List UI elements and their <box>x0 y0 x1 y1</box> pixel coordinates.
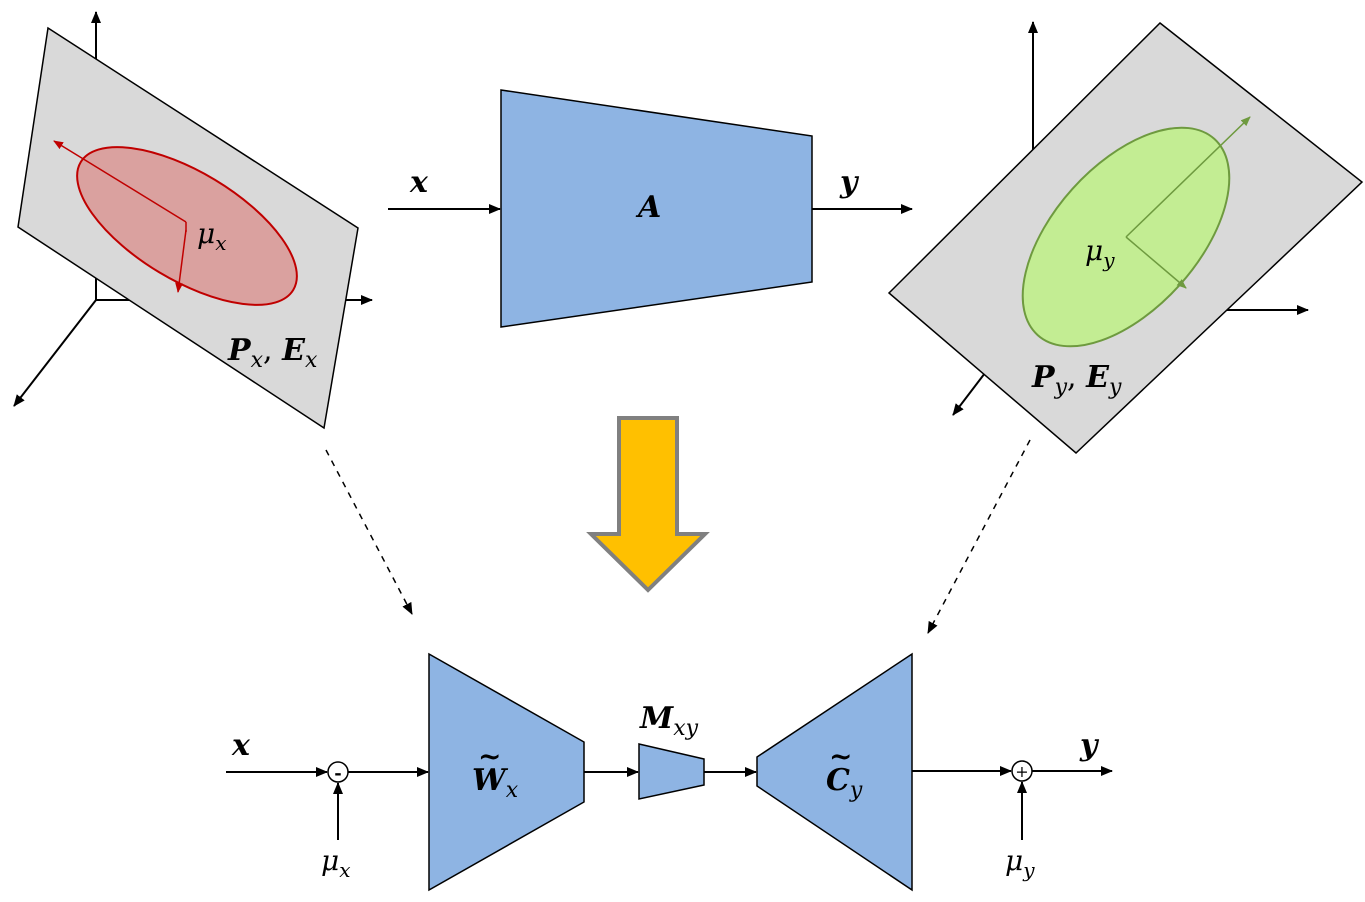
red-major-axis-arrow <box>53 140 187 223</box>
block-c-label: Cy <box>826 763 863 803</box>
mu-y-label: μy <box>1005 844 1035 882</box>
block-m-label: Mxy <box>639 701 699 741</box>
left-mean-label: μx <box>197 217 226 255</box>
block-a <box>500 89 813 328</box>
left-stats-label: Px, Ex <box>227 333 318 373</box>
block-w-label: Wx <box>472 763 519 803</box>
right-stats-label: Py, Ey <box>1031 360 1122 400</box>
block-w <box>428 652 585 892</box>
left-dashed-connector <box>325 449 413 615</box>
block-w-tilde: ~ <box>478 740 501 773</box>
green-major-axis-arrow <box>1125 116 1251 238</box>
block-c <box>756 652 913 892</box>
right-dashed-connector <box>927 439 1031 634</box>
green-minor-axis-arrow <box>1125 236 1187 289</box>
mu-x-label: μx <box>321 844 350 882</box>
big-down-arrow <box>586 416 710 593</box>
block-c-tilde: ~ <box>829 740 852 773</box>
bottom-output-label: y <box>1079 728 1100 763</box>
right-distribution-plane: μy Py, Ey <box>887 21 1364 455</box>
top-output-label: y <box>839 165 860 200</box>
left-distribution-plane: μx Px, Ex <box>13 11 373 430</box>
bottom-pipeline: x - μx Wx ~ Mxy Cy ~ + μy y <box>226 652 1113 892</box>
right-mean-label: μy <box>1085 234 1115 272</box>
red-ellipse <box>76 146 298 306</box>
top-system: x A y <box>388 89 913 328</box>
bottom-input-label: x <box>231 728 251 763</box>
top-input-label: x <box>409 165 429 200</box>
plus-sign: + <box>1015 762 1028 781</box>
block-m <box>638 743 705 800</box>
block-a-label: A <box>635 190 661 225</box>
left-axis-y <box>13 299 97 407</box>
minus-sign: - <box>334 763 341 784</box>
red-minor-axis-arrow <box>175 229 187 293</box>
